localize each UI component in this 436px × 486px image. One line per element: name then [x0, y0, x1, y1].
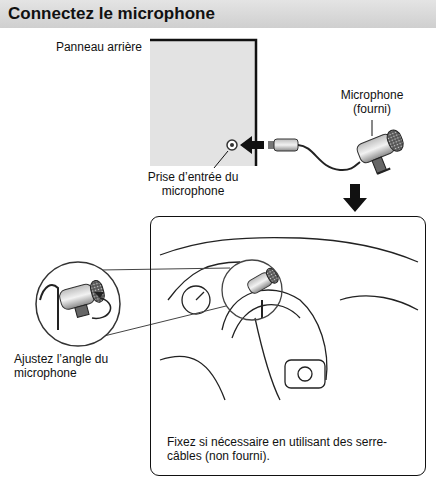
leader-line	[372, 120, 373, 136]
rear-panel-box: Panneau arrière	[150, 40, 256, 166]
panel-heading: Panneau arrière	[56, 40, 142, 54]
insert-arrow	[240, 136, 264, 154]
zoom-line	[100, 268, 230, 270]
microphone	[355, 128, 411, 178]
instruction-label: Ajustez l’angle du microphone	[14, 352, 134, 380]
note-text: Fixez si nécessaire en utilisant des ser…	[167, 435, 411, 463]
dashboard	[160, 238, 418, 400]
leader-line	[214, 151, 228, 168]
instruction-box: Fixez si nécessaire en utilisant des ser…	[150, 216, 426, 476]
part-label: Microphone (fourni)	[322, 88, 422, 116]
zoom-line	[104, 306, 226, 336]
rear-panel	[150, 40, 256, 166]
mic-plug	[268, 139, 360, 170]
title: Connectez le microphone	[8, 4, 215, 24]
zoom-circle	[222, 260, 282, 320]
part-label: Prise d’entrée du microphone	[140, 170, 246, 198]
down-arrow	[343, 184, 367, 212]
zoom-detail	[36, 262, 120, 346]
